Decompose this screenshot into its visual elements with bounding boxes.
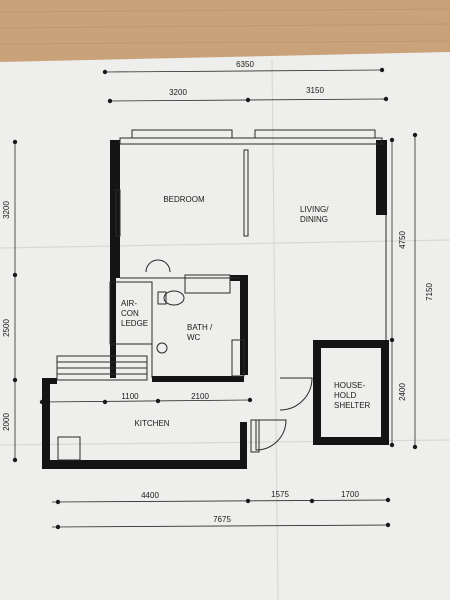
room-labels: BEDROOM LIVING/ DINING AIR- CON LEDGE BA… xyxy=(121,195,371,428)
room-bath-line2: WC xyxy=(187,333,201,342)
dim-right-lower: 2400 xyxy=(398,383,407,401)
room-kitchen: KITCHEN xyxy=(134,419,169,428)
room-aircon-line2: CON xyxy=(121,309,139,318)
dim-top-right: 3150 xyxy=(306,86,324,95)
wood-grain xyxy=(0,8,450,45)
dim-top-total: 6350 xyxy=(236,60,254,69)
room-shelter-line2: HOLD xyxy=(334,391,356,400)
dimension-lines xyxy=(14,69,416,528)
room-living-line2: DINING xyxy=(300,215,328,224)
dim-left-middle: 2500 xyxy=(2,319,11,337)
room-shelter-line3: SHELTER xyxy=(334,401,371,410)
room-bedroom: BEDROOM xyxy=(163,195,205,204)
bathroom-fixtures xyxy=(145,259,185,354)
dimension-ticks xyxy=(12,67,418,530)
dim-bottom-right: 1700 xyxy=(341,490,359,499)
dim-kitchen-left: 1100 xyxy=(121,392,139,401)
dim-bottom-middle: 1575 xyxy=(271,490,289,499)
door-swings xyxy=(250,377,313,453)
room-living-line1: LIVING/ xyxy=(300,205,329,214)
dim-bottom-left: 4400 xyxy=(141,491,159,500)
dim-bottom-total: 7675 xyxy=(213,515,231,524)
dim-top-left: 3200 xyxy=(169,88,187,97)
dim-left-upper: 3200 xyxy=(2,201,11,219)
walls xyxy=(42,140,389,469)
dimension-labels: 6350 3200 3150 3200 2500 2000 4750 2400 … xyxy=(2,60,434,524)
dim-kitchen-right: 2100 xyxy=(191,392,209,401)
dim-right-total: 7150 xyxy=(425,283,434,301)
room-aircon-line3: LEDGE xyxy=(121,319,148,328)
dim-right-upper: 4750 xyxy=(398,231,407,249)
thin-walls xyxy=(56,129,387,461)
dim-left-lower: 2000 xyxy=(2,413,11,431)
room-bath-line1: BATH / xyxy=(187,323,213,332)
room-shelter-line1: HOUSE- xyxy=(334,381,365,390)
room-aircon-line1: AIR- xyxy=(121,299,137,308)
